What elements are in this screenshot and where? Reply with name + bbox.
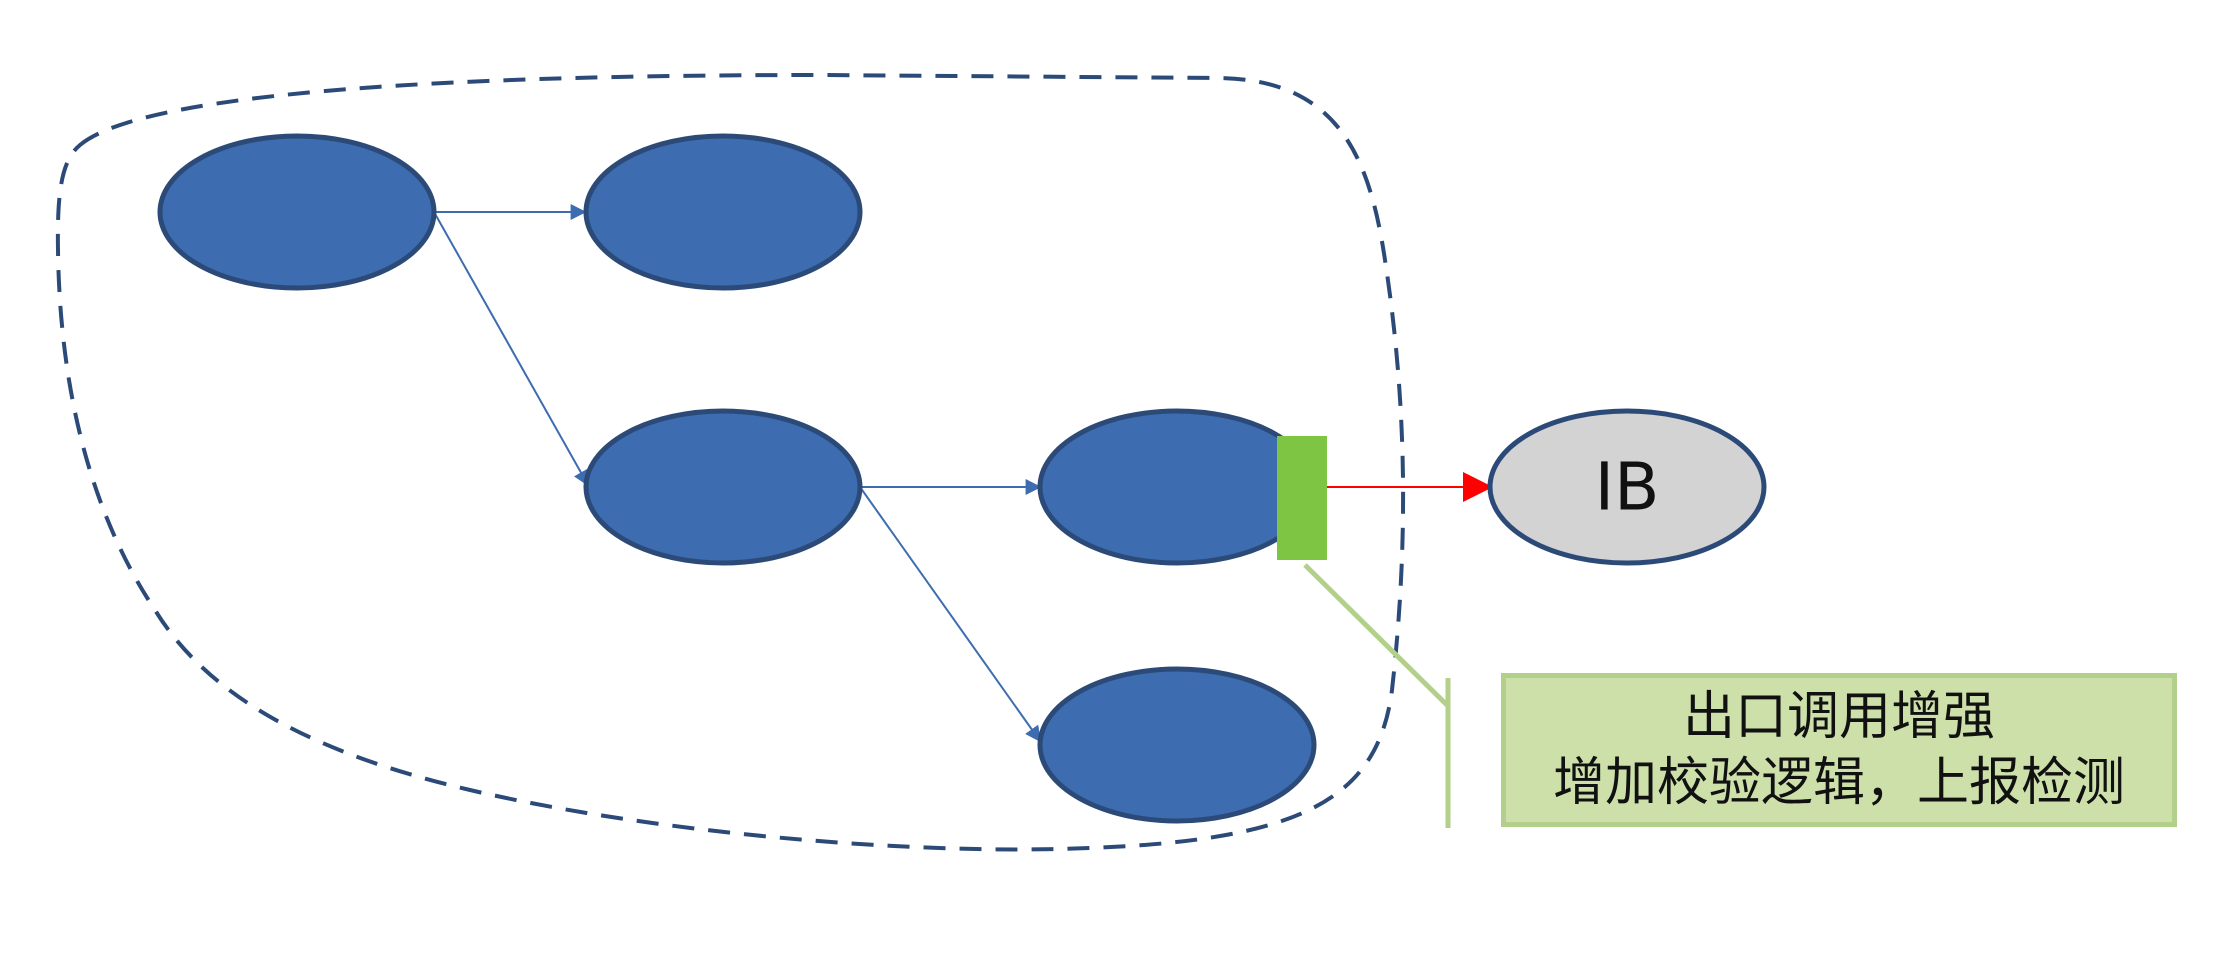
node-3 <box>583 408 863 566</box>
callout-line-2: 增加校验逻辑，上报检测 <box>1552 753 2125 813</box>
node-2 <box>583 133 863 291</box>
node-1 <box>157 133 437 291</box>
node-4 <box>1037 408 1317 566</box>
callout-line-1: 出口调用增强 <box>1682 687 1995 747</box>
node-5 <box>1037 666 1317 824</box>
exit-hook-marker <box>1277 436 1327 560</box>
process-boundary <box>55 72 1406 852</box>
callout-note: 出口调用增强 增加校验逻辑，上报检测 <box>1501 673 2177 827</box>
callout-connector <box>1303 563 1450 708</box>
node-ib-label: IB <box>1595 449 1660 526</box>
node-ib <box>1487 408 1767 566</box>
edge-n3-n5 <box>859 486 1041 743</box>
edge-n1-n3 <box>433 211 589 487</box>
